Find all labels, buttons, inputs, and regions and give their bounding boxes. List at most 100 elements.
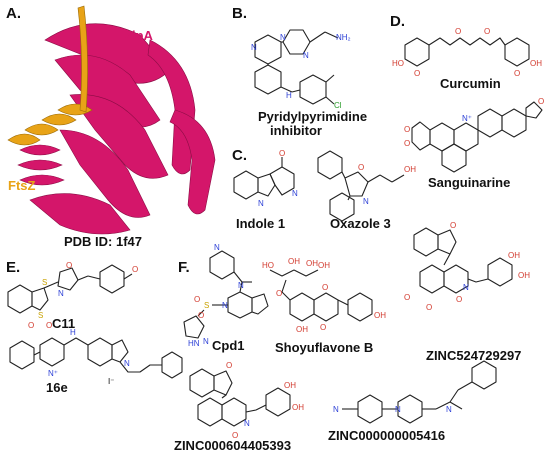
16e-name: 16e — [46, 380, 68, 395]
svg-text:O: O — [538, 97, 544, 106]
svg-text:OH: OH — [518, 271, 530, 280]
svg-text:O: O — [132, 265, 138, 274]
svg-text:N: N — [222, 301, 228, 310]
svg-text:OH: OH — [508, 251, 520, 260]
oxazole-3-structure — [317, 150, 405, 222]
svg-text:OH: OH — [284, 381, 296, 390]
zipa-structure — [17, 23, 216, 235]
panel-d-label: D. — [390, 13, 405, 30]
svg-text:N⁺: N⁺ — [48, 369, 58, 378]
panel-b-label: B. — [232, 5, 247, 22]
svg-text:OH: OH — [306, 259, 318, 268]
oxazole-3-name: Oxazole 3 — [330, 216, 391, 231]
svg-text:H: H — [70, 328, 76, 337]
svg-text:N: N — [258, 199, 264, 208]
svg-text:S: S — [38, 311, 43, 320]
sanguinarine-name: Sanguinarine — [428, 175, 510, 190]
svg-text:O: O — [276, 289, 282, 298]
svg-text:OH: OH — [530, 59, 542, 68]
panel-a-label: A. — [6, 5, 21, 22]
pyridylpyrimidine-name-text: Pyridylpyrimidine — [258, 109, 367, 124]
panel-b: B. N N N NH₂ H Cl Pyridylpyrimidine inhi… — [232, 5, 371, 138]
zinc000000005416-name: ZINC000000005416 — [328, 428, 445, 443]
panel-a: A. ZipA FtsZ PDB ID: 1f47 — [6, 5, 216, 249]
svg-text:Cl: Cl — [334, 101, 342, 110]
svg-text:N: N — [280, 33, 286, 42]
svg-text:N: N — [446, 405, 452, 414]
svg-text:O: O — [404, 125, 410, 134]
svg-text:N: N — [214, 243, 220, 252]
16e-structure — [9, 337, 183, 379]
curcumin-name: Curcumin — [440, 76, 501, 91]
indole-1-structure — [233, 157, 295, 200]
curcumin-structure — [404, 37, 530, 67]
svg-text:O: O — [456, 295, 462, 304]
svg-text:O: O — [279, 149, 285, 158]
panel-c: C. O N N Indole 1 O N OH Oxazole 3 — [232, 147, 416, 231]
svg-text:N: N — [251, 43, 257, 52]
svg-text:O: O — [46, 321, 52, 330]
svg-text:O: O — [426, 303, 432, 312]
svg-text:O: O — [198, 311, 204, 320]
svg-text:O: O — [404, 293, 410, 302]
pyridylpyrimidine-name-line2: inhibitor — [270, 123, 322, 138]
ftsz-helix — [7, 5, 93, 146]
zinc000604405393-structure — [189, 368, 291, 427]
svg-text:O: O — [484, 27, 490, 36]
sanguinarine-structure — [411, 101, 543, 173]
svg-text:S: S — [204, 301, 209, 310]
svg-text:N: N — [203, 337, 209, 346]
svg-text:OH: OH — [374, 311, 386, 320]
svg-text:O: O — [320, 323, 326, 332]
svg-text:O: O — [226, 361, 232, 370]
svg-text:O: O — [322, 283, 328, 292]
zipa-label: ZipA — [124, 28, 153, 43]
svg-text:O: O — [232, 431, 238, 440]
svg-text:HO: HO — [392, 59, 404, 68]
svg-text:OH: OH — [404, 165, 416, 174]
svg-text:O: O — [194, 295, 200, 304]
svg-text:O: O — [404, 139, 410, 148]
svg-text:I⁻: I⁻ — [108, 377, 114, 386]
zinc000604405393-name: ZINC000604405393 — [174, 438, 291, 453]
svg-text:H: H — [286, 91, 292, 100]
cpd1-name: Cpd1 — [212, 338, 245, 353]
svg-text:O: O — [66, 261, 72, 270]
svg-text:N: N — [58, 289, 64, 298]
svg-text:O: O — [28, 321, 34, 330]
panel-e: E. S S O O O N O C11 H N⁺ — [6, 259, 183, 395]
svg-text:NH₂: NH₂ — [336, 33, 351, 42]
svg-text:OH: OH — [292, 403, 304, 412]
c11-name: C11 — [52, 316, 75, 331]
svg-text:N: N — [244, 419, 250, 428]
svg-text:N: N — [303, 51, 309, 60]
zinc524729297-structure — [413, 227, 513, 294]
svg-text:O: O — [455, 27, 461, 36]
cpd1-structure — [183, 250, 269, 339]
svg-text:HO: HO — [262, 261, 274, 270]
panel-f: F. N N S O O N HN N Cpd1 H — [174, 221, 530, 453]
svg-text:O: O — [514, 69, 520, 78]
svg-text:N: N — [333, 405, 339, 414]
pdb-id-caption: PDB ID: 1f47 — [64, 234, 142, 249]
svg-text:S: S — [42, 278, 47, 287]
svg-text:N⁺: N⁺ — [462, 114, 472, 123]
shoyuflavone-b-structure — [269, 269, 373, 322]
pyridylpyrimidine-structure — [254, 29, 339, 105]
svg-text:N: N — [238, 281, 244, 290]
svg-text:O: O — [450, 221, 456, 230]
svg-text:O: O — [414, 69, 420, 78]
svg-text:N: N — [395, 405, 401, 414]
svg-text:O: O — [358, 163, 364, 172]
shoyuflavone-b-name: Shoyuflavone B — [275, 340, 373, 355]
zinc524729297-name: ZINC524729297 — [426, 348, 521, 363]
indole-1-name: Indole 1 — [236, 216, 285, 231]
svg-text:OH: OH — [296, 325, 308, 334]
panel-c-label: C. — [232, 147, 247, 164]
pyridylpyrimidine-name: Pyridylpyrimidine inhibitor — [258, 109, 371, 138]
zinc000000005416-structure — [342, 360, 497, 424]
svg-text:HN: HN — [188, 339, 200, 348]
svg-text:OH: OH — [288, 257, 300, 266]
svg-text:N: N — [363, 197, 369, 206]
